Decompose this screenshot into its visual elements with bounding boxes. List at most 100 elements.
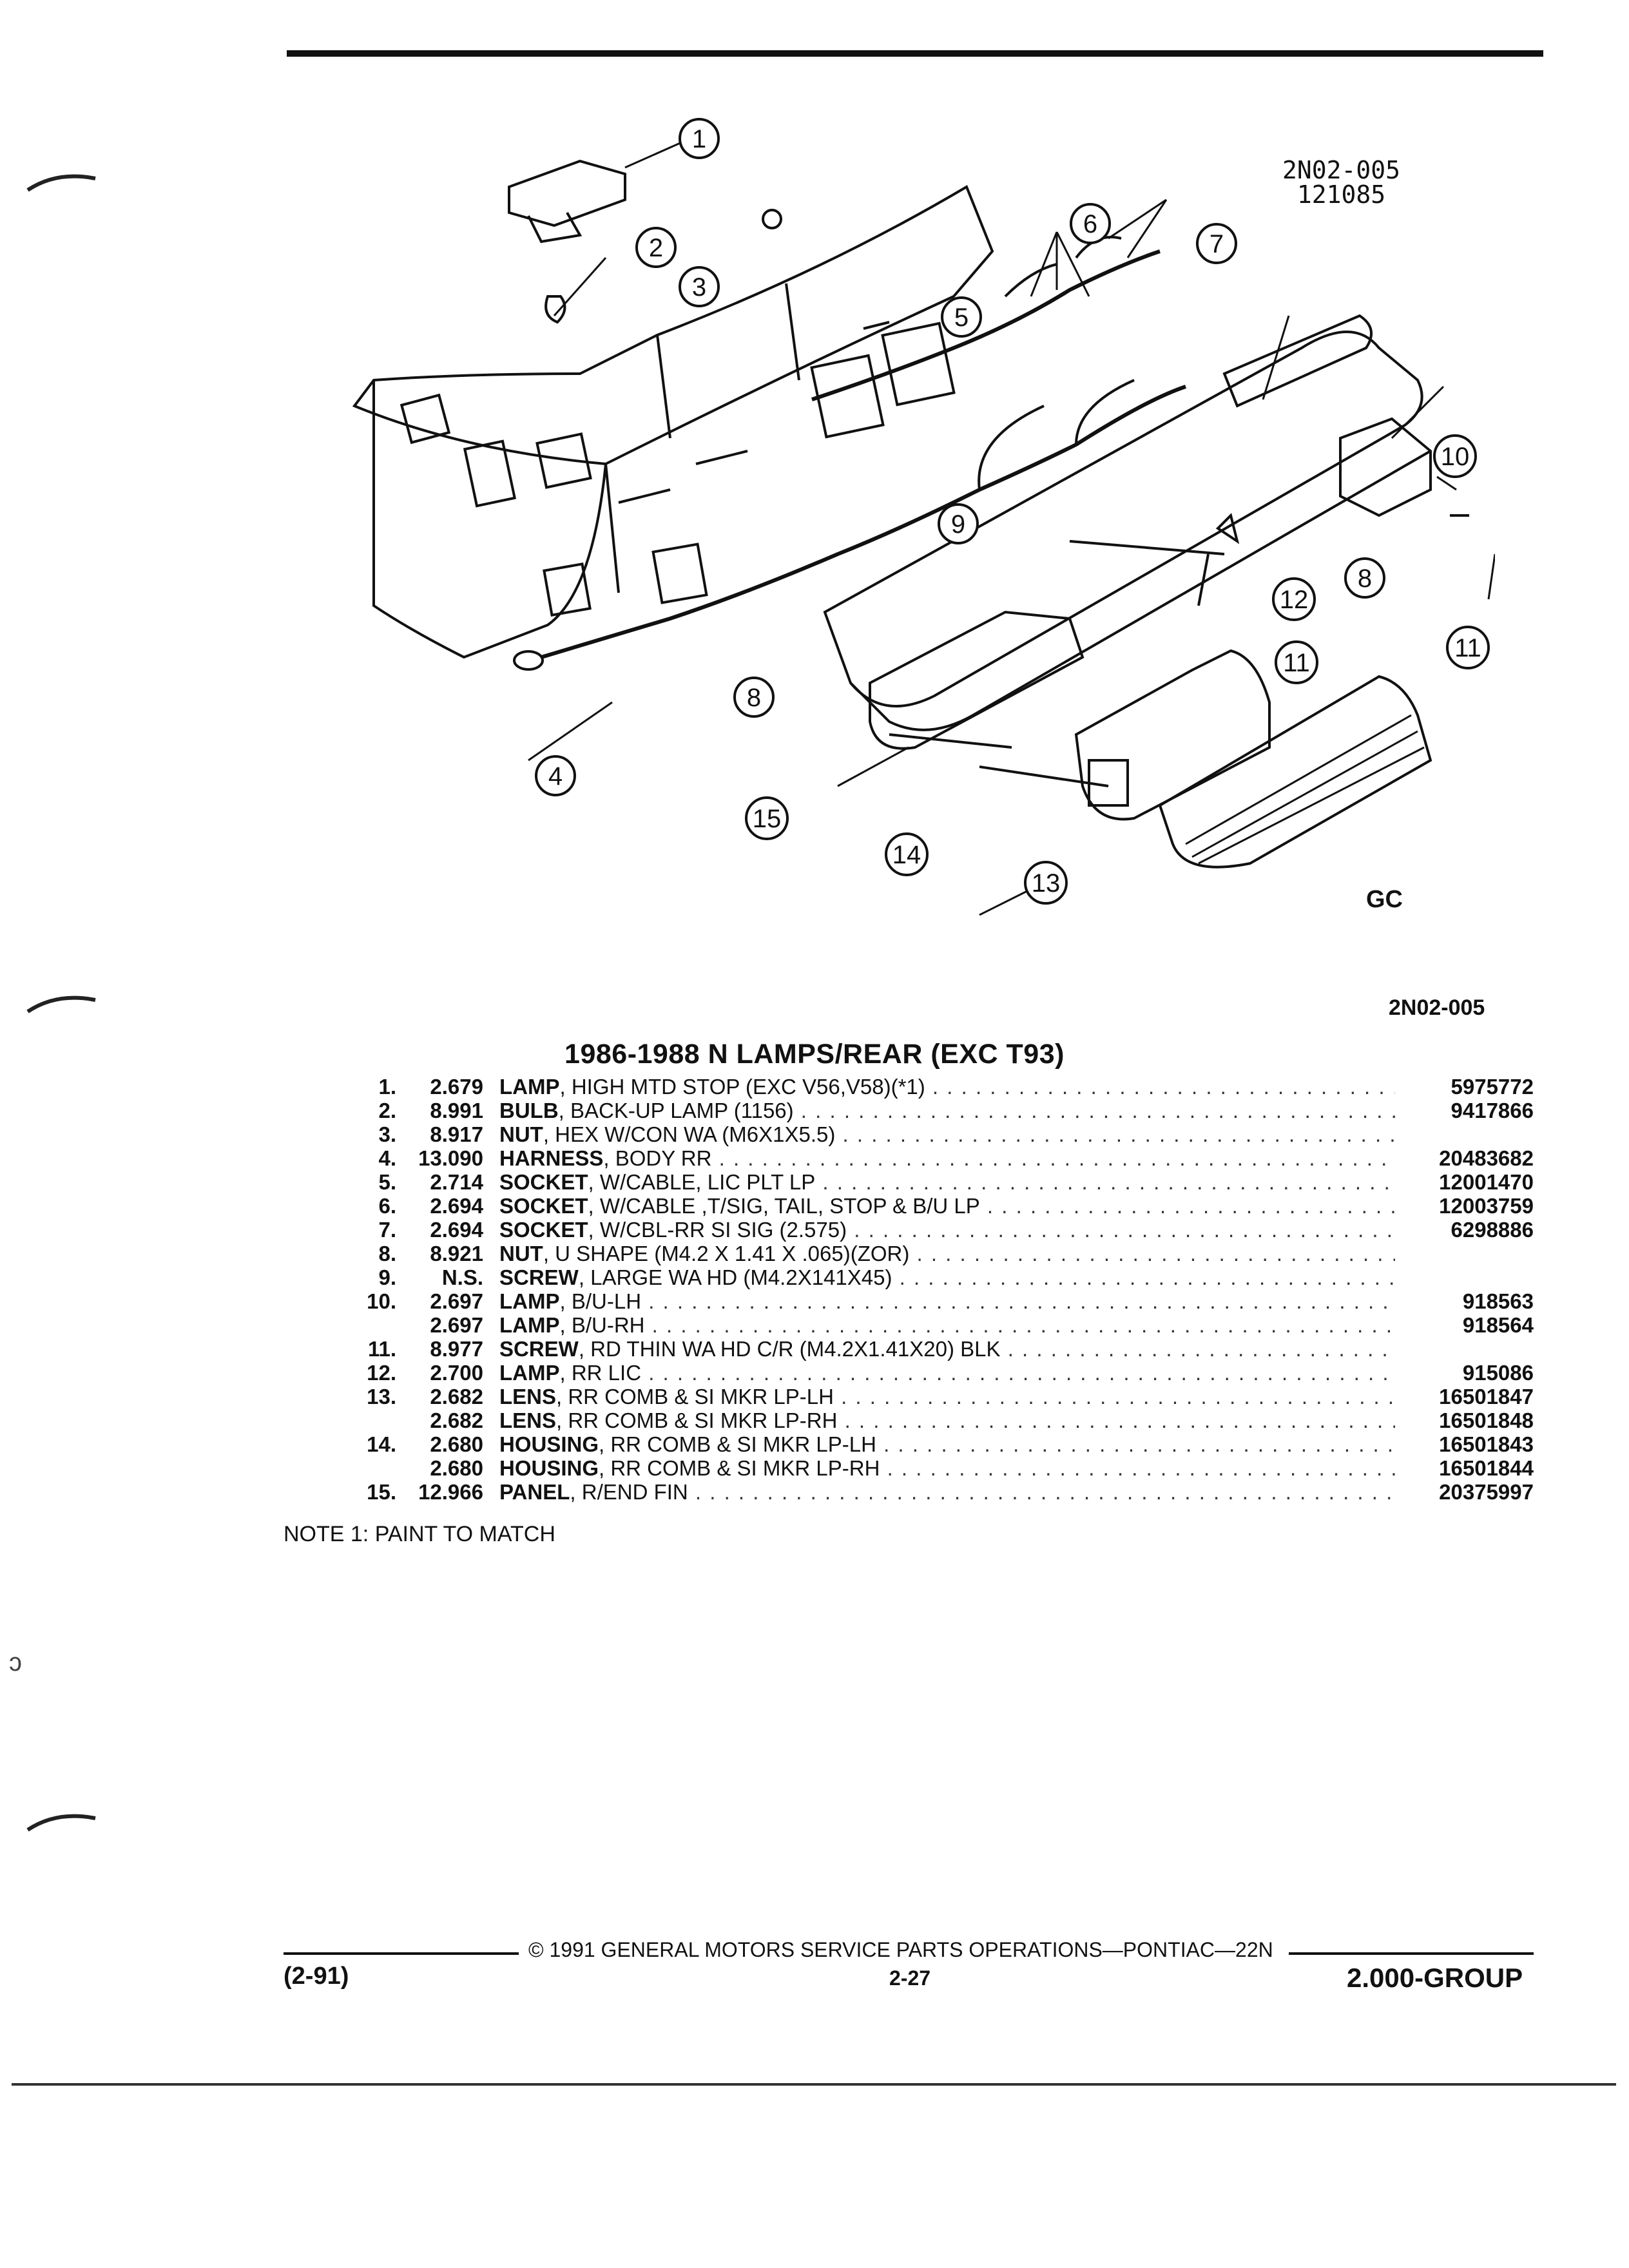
part-description: SCREW, LARGE WA HD (M4.2X141X45) . . . .… — [499, 1265, 1395, 1289]
svg-text:8: 8 — [747, 684, 761, 712]
leader-dots: . . . . . . . . . . . . . . . . . . . . … — [887, 1456, 1395, 1480]
ref-code: 2.682 — [430, 1385, 483, 1408]
part-name: LAMP — [499, 1289, 560, 1313]
part-name: NUT — [499, 1242, 543, 1265]
item-number: 4. — [378, 1146, 396, 1170]
part-name: LAMP — [499, 1313, 560, 1337]
exploded-parts-diagram: 1 2 3 4 5 6 7 8 9 10 11 12 13 14 15 8 11 — [352, 118, 1495, 916]
callout-4: 4 — [535, 755, 576, 796]
ref-code: 2.680 — [430, 1432, 483, 1456]
part-description: SOCKET, W/CABLE, LIC PLT LP . . . . . . … — [499, 1170, 1395, 1194]
part-description: LENS, RR COMB & SI MKR LP-RH . . . . . .… — [499, 1408, 1395, 1432]
svg-text:1: 1 — [692, 125, 706, 153]
diagram-code: 2N02-005 121085 — [1282, 158, 1400, 207]
ref-code: 2.694 — [430, 1218, 483, 1242]
part-description: LENS, RR COMB & SI MKR LP-LH . . . . . .… — [499, 1385, 1395, 1408]
part-description: SCREW, RD THIN WA HD C/R (M4.2X1.41X20) … — [499, 1337, 1395, 1361]
part-name: LENS — [499, 1385, 557, 1408]
part-number: 16501843 — [1439, 1432, 1534, 1456]
part-detail: , HIGH MTD STOP (EXC V56,V58)(*1) — [559, 1075, 925, 1099]
stop-lamp-shape — [508, 159, 626, 227]
scan-artifact: ↄ — [9, 1648, 22, 1677]
part-detail: , U SHAPE (M4.2 X 1.41 X .065)(ZOR) — [543, 1242, 910, 1265]
ref-code: 8.917 — [430, 1122, 483, 1146]
lens-shape — [1158, 675, 1432, 869]
svg-text:7: 7 — [1210, 230, 1224, 258]
diagram-code-line-1: 2N02-005 — [1282, 156, 1401, 184]
part-description: PANEL, R/END FIN . . . . . . . . . . . .… — [499, 1480, 1395, 1504]
part-number: 16501844 — [1439, 1456, 1534, 1480]
ref-code: 2.679 — [430, 1075, 483, 1099]
leader-dots: . . . . . . . . . . . . . . . . . . . . … — [800, 1099, 1395, 1122]
callout-12: 12 — [1272, 577, 1316, 621]
part-number: 20375997 — [1439, 1480, 1534, 1504]
svg-text:12: 12 — [1280, 586, 1309, 614]
part-detail: , HEX W/CON WA (M6X1X5.5) — [543, 1122, 836, 1146]
callout-6: 6 — [1070, 203, 1111, 244]
leader-dots: . . . . . . . . . . . . . . . . . . . . … — [695, 1480, 1395, 1504]
part-number: 5975772 — [1451, 1075, 1534, 1099]
top-rule — [287, 50, 1543, 57]
ref-code: 12.966 — [418, 1480, 483, 1504]
binder-hole-mark — [26, 1814, 96, 1832]
svg-text:5: 5 — [954, 303, 969, 332]
page-number: 2-27 — [889, 1966, 931, 1990]
callout-11: 11 — [1446, 626, 1490, 669]
ref-code: 2.694 — [430, 1194, 483, 1218]
item-number: 5. — [378, 1170, 396, 1194]
part-detail: , W/CABLE, LIC PLT LP — [588, 1170, 816, 1194]
body-outline — [352, 185, 994, 466]
leader-dots: . . . . . . . . . . . . . . . . . . . . … — [842, 1122, 1395, 1146]
part-description: LAMP, HIGH MTD STOP (EXC V56,V58)(*1) . … — [499, 1075, 1395, 1099]
part-name: HARNESS — [499, 1146, 604, 1170]
svg-text:3: 3 — [692, 273, 706, 302]
note: NOTE 1: PAINT TO MATCH — [284, 1522, 555, 1546]
part-number: 12001470 — [1439, 1170, 1534, 1194]
bumper-shape — [823, 331, 1423, 707]
svg-text:6: 6 — [1083, 210, 1097, 238]
harness-shape — [541, 385, 1186, 659]
part-name: SOCKET — [499, 1218, 588, 1242]
part-detail: , RR COMB & SI MKR LP-RH — [599, 1456, 880, 1480]
part-name: SOCKET — [499, 1194, 588, 1218]
part-detail: , BODY RR — [603, 1146, 712, 1170]
part-name: LAMP — [499, 1361, 560, 1385]
group-label: 2.000-GROUP — [1347, 1963, 1523, 1993]
callout-7: 7 — [1196, 223, 1237, 264]
item-number: 2. — [378, 1099, 396, 1122]
item-number: 9. — [378, 1265, 396, 1289]
leader-dots: . . . . . . . . . . . . . . . . . . . . … — [844, 1408, 1395, 1432]
part-detail: , RR COMB & SI MKR LP-LH — [599, 1432, 876, 1456]
svg-text:4: 4 — [548, 762, 563, 791]
ref-code: N.S. — [441, 1265, 483, 1289]
svg-text:15: 15 — [753, 805, 782, 833]
leader-dots: . . . . . . . . . . . . . . . . . . . . … — [718, 1146, 1395, 1170]
callout-8: 8 — [733, 677, 775, 718]
part-detail: , LARGE WA HD (M4.2X141X45) — [578, 1265, 892, 1289]
part-name: SCREW — [499, 1337, 579, 1361]
callout-5: 5 — [941, 296, 982, 338]
leader-dots: . . . . . . . . . . . . . . . . . . . . … — [651, 1313, 1395, 1337]
fin-panel-shape — [869, 610, 1084, 750]
part-detail: , W/CBL-RR SI SIG (2.575) — [588, 1218, 847, 1242]
part-number: 6298886 — [1451, 1218, 1534, 1242]
part-detail: , RR COMB & SI MKR LP-LH — [556, 1385, 834, 1408]
part-description: HOUSING, RR COMB & SI MKR LP-LH . . . . … — [499, 1432, 1395, 1456]
footer-rule-right — [1289, 1952, 1534, 1955]
part-name: NUT — [499, 1122, 543, 1146]
ref-code: 2.714 — [430, 1170, 483, 1194]
part-description: SOCKET, W/CABLE ,T/SIG, TAIL, STOP & B/U… — [499, 1194, 1395, 1218]
item-number: 8. — [378, 1242, 396, 1265]
svg-text:11: 11 — [1283, 649, 1310, 677]
callout-3: 3 — [679, 266, 720, 307]
part-description: SOCKET, W/CBL-RR SI SIG (2.575) . . . . … — [499, 1218, 1395, 1242]
